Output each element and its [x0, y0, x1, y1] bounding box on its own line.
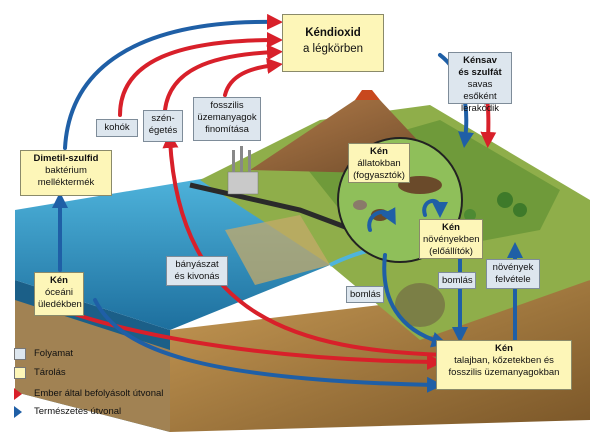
decomp-right-label: bomlás	[442, 275, 473, 286]
atmosphere-subtitle: a légkörben	[302, 43, 364, 55]
legend-blue-arrowhead-icon	[14, 406, 22, 418]
refining-line2: üzemanyagok	[197, 112, 257, 123]
sediment-to-soil-arrow	[93, 298, 443, 393]
decomposition-right-process-box: bomlás	[438, 272, 476, 289]
legend-graphics	[14, 388, 22, 418]
smelters-process-box: kohók	[96, 119, 138, 137]
mining-line2: és kivonás	[174, 271, 220, 282]
mining-extraction-arrow	[162, 132, 447, 357]
ocean-sediment-box: Kén óceáni üledékben	[34, 272, 84, 316]
fossil-refining-process-box: fosszilis üzemanyagok finomítása	[193, 97, 261, 141]
plants-line2: növényekben	[423, 234, 480, 245]
legend-human: Ember által befolyásolt útvonal	[14, 388, 174, 402]
legend-process-swatch	[14, 348, 26, 360]
legend-storage: Tárolás	[14, 367, 154, 381]
coal-burning-arrow	[163, 44, 283, 112]
refining-line1: fosszilis	[210, 100, 244, 111]
legend-red-arrowhead-icon	[14, 388, 22, 400]
dms-line3: melléktermék	[37, 177, 95, 188]
soil-title: Kén	[495, 343, 513, 354]
acid-line3: savas esőként	[463, 79, 497, 102]
plant-uptake-process-box: növények felvétele	[486, 259, 540, 289]
animals-sulfur-box: Kén állatokban (fogyasztók)	[348, 143, 410, 183]
acid-rain-process-box: Kénsav és szulfát savas esőként lerakódi…	[448, 52, 512, 114]
mining-line1: bányászat	[175, 259, 219, 270]
dms-line2: baktérium	[45, 165, 87, 176]
legend-process-label: Folyamat	[34, 348, 74, 359]
mining-extraction-process-box: bányászat és kivonás	[166, 256, 228, 286]
dms-title: Dimetil-szulfid	[33, 153, 99, 164]
legend-natural-label: Természetes útvonal	[34, 406, 122, 417]
atmosphere-sulfur-dioxide-box: Kéndioxid a légkörben	[282, 14, 384, 72]
legend-storage-swatch	[14, 367, 26, 379]
legend-natural: Természetes útvonal	[14, 406, 174, 420]
ocean-title: Kén	[50, 275, 68, 286]
plants-title: Kén	[442, 222, 460, 233]
animal-plant-loop-arrow	[422, 199, 448, 218]
soil-line2: talajban, kőzetekben és	[454, 355, 554, 366]
dms-to-atmosphere-arrow	[63, 13, 283, 150]
refining-emission-arrow	[223, 58, 283, 97]
coal-line2: égetés	[148, 125, 178, 136]
decomp-left-label: bomlás	[350, 289, 381, 300]
uptake-line2: felvétele	[495, 274, 531, 285]
coal-line1: szén-	[151, 113, 175, 124]
acid-line2: és szulfát	[458, 67, 502, 78]
soil-rock-fossil-box: Kén talajban, kőzetekben és fosszilis üz…	[436, 340, 572, 390]
animals-title: Kén	[370, 146, 388, 157]
legend-storage-label: Tárolás	[34, 367, 66, 378]
atmosphere-title: Kéndioxid	[305, 27, 361, 39]
acid-line4: lerakódik	[460, 103, 500, 114]
refining-line3: finomítása	[205, 124, 249, 135]
ocean-line2: óceáni	[45, 287, 73, 298]
soil-line3: fosszilis üzemanyagokban	[448, 367, 560, 378]
plant-animal-loop-arrow	[367, 207, 396, 232]
animals-line3: (fogyasztók)	[353, 170, 405, 181]
uptake-line1: növények	[492, 262, 534, 273]
decomposition-left-arrow	[382, 253, 448, 348]
smelters-label: kohók	[104, 122, 130, 133]
acid-title: Kénsav	[463, 55, 497, 66]
dms-box: Dimetil-szulfid baktérium melléktermék	[20, 150, 112, 196]
plants-sulfur-box: Kén növényekben (előállítók)	[419, 219, 483, 259]
legend-process: Folyamat	[14, 348, 154, 362]
animals-line2: állatokban	[357, 158, 401, 169]
plants-line3: (előállítók)	[429, 246, 473, 257]
natural-pathways	[52, 13, 523, 393]
coal-burning-process-box: szén- égetés	[143, 110, 183, 142]
legend-human-label: Ember által befolyásolt útvonal	[34, 388, 164, 399]
decomposition-left-process-box: bomlás	[346, 286, 384, 303]
smelter-emission-arrow	[118, 32, 283, 117]
ocean-line3: üledékben	[38, 299, 82, 310]
